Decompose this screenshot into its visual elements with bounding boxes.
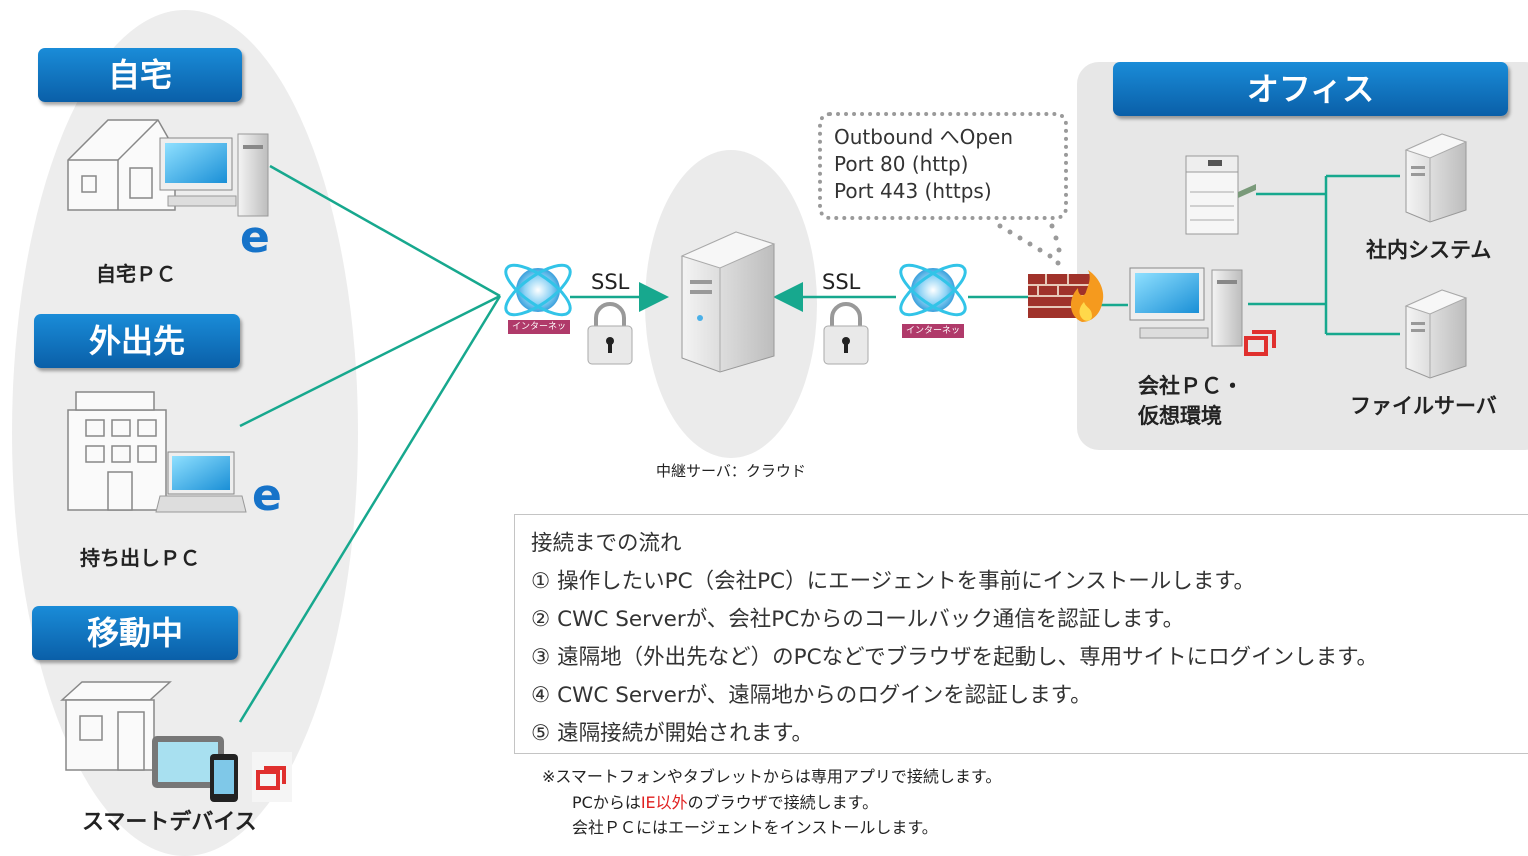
device-label-internal-system: 社内システム bbox=[1366, 238, 1492, 262]
internet-globe-icon-right bbox=[899, 263, 967, 338]
device-label-portable-pc: 持ち出しＰＣ bbox=[80, 546, 200, 570]
house-icon bbox=[67, 119, 176, 211]
remote-connector-lines bbox=[238, 164, 502, 723]
flow-step-4: ④ CWC Serverが、遠隔地からのログインを認証します。 bbox=[531, 683, 1092, 708]
device-label-company-pc: 会社ＰＣ・ bbox=[1138, 374, 1243, 398]
flow-title: 接続までの流れ bbox=[531, 531, 682, 556]
device-label-smart-device: スマートデバイス bbox=[82, 810, 257, 835]
internal-system-server-icon bbox=[1404, 133, 1468, 223]
printer-icon bbox=[1185, 155, 1256, 235]
group-label-outside: 外出先 bbox=[34, 314, 240, 368]
office-area-background bbox=[1077, 62, 1528, 450]
remote-app-icon bbox=[252, 752, 292, 802]
moving-connector bbox=[238, 295, 502, 723]
firewall-icon bbox=[1028, 270, 1104, 322]
note-line-1: ※スマートフォンやタブレットからは専用アプリで接続します。 bbox=[542, 767, 1002, 786]
flow-step-3: ③ 遠隔地（外出先など）のPCなどでブラウザを起動し、専用サイトにログインします… bbox=[531, 645, 1379, 670]
tablet-icon bbox=[152, 736, 224, 788]
group-label-moving: 移動中 bbox=[32, 606, 238, 660]
remote-app-icon-office bbox=[1244, 330, 1276, 356]
ssl-label-left: SSL bbox=[591, 270, 630, 294]
home-connector bbox=[269, 164, 501, 298]
ssl-label-right: SSL bbox=[822, 270, 861, 294]
svg-text:e: e bbox=[240, 212, 270, 263]
callout-tail bbox=[997, 223, 1062, 266]
padlock-icon-right bbox=[823, 302, 869, 365]
device-label-home-pc: 自宅ＰＣ bbox=[96, 262, 176, 286]
note-line-2-post: のブラウザで接続します。 bbox=[687, 793, 879, 812]
edge-browser-icon-2: e bbox=[252, 470, 282, 521]
internet-badge-right: インターネット bbox=[905, 326, 960, 350]
note-line-2-highlight: IE以外 bbox=[640, 793, 688, 812]
building-icon bbox=[67, 391, 167, 511]
flow-step-5: ⑤ 遠隔接続が開始されます。 bbox=[531, 721, 813, 746]
laptop-icon bbox=[155, 451, 247, 513]
file-server-icon bbox=[1404, 289, 1468, 379]
callout-line-1: Outbound へOpen bbox=[834, 125, 1014, 149]
callout-line-3: Port 443 (https) bbox=[834, 179, 992, 203]
note-line-2-pre: PCからは bbox=[572, 793, 641, 812]
smartphone-icon bbox=[210, 754, 238, 802]
device-label-virtual-env: 仮想環境 bbox=[1138, 404, 1222, 428]
company-pc-icon bbox=[1129, 267, 1243, 347]
edge-browser-icon: e bbox=[240, 212, 270, 263]
internet-globe-icon-left bbox=[504, 263, 572, 334]
internet-badge-left: インターネット bbox=[511, 322, 566, 346]
padlock-icon-left bbox=[587, 302, 633, 365]
connection-flow-box: 接続までの流れ ① 操作したいPC（会社PC）にエージェントを事前にインストール… bbox=[514, 514, 1528, 754]
note-line-2: PCからはIE以外のブラウザで接続します。 bbox=[572, 790, 878, 816]
group-label-office: オフィス bbox=[1113, 62, 1508, 116]
office-lan-lines bbox=[1248, 174, 1400, 336]
flow-step-2: ② CWC Serverが、会社PCからのコールバック通信を認証します。 bbox=[531, 607, 1185, 632]
group-label-home: 自宅 bbox=[38, 48, 242, 102]
note-line-3: 会社ＰＣにはエージェントをインストールします。 bbox=[572, 818, 938, 837]
outside-connector bbox=[239, 294, 501, 428]
desktop-pc-icon bbox=[159, 133, 269, 217]
svg-text:e: e bbox=[252, 470, 282, 521]
device-label-file-server: ファイルサーバ bbox=[1350, 394, 1497, 418]
flow-step-1: ① 操作したいPC（会社PC）にエージェントを事前にインストールします。 bbox=[531, 569, 1256, 594]
callout-line-2: Port 80 (http) bbox=[834, 152, 969, 176]
relay-server-icon bbox=[680, 231, 776, 373]
relay-server-label: 中継サーバ：クラウド bbox=[656, 462, 806, 480]
shop-icon bbox=[60, 681, 172, 771]
port-callout: Outbound へOpen Port 80 (http) Port 443 (… bbox=[818, 112, 1068, 220]
